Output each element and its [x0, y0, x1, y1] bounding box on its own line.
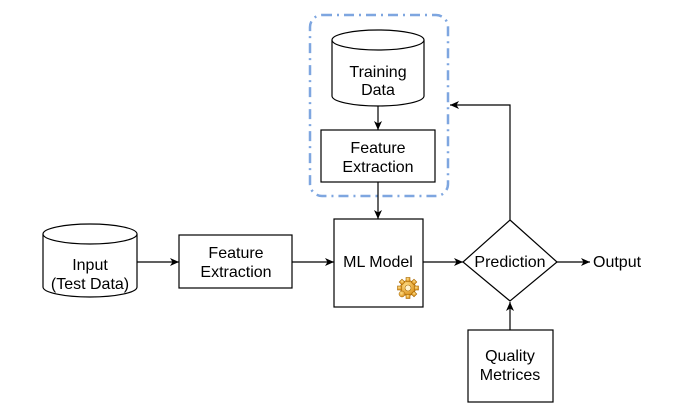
feature-extraction-top-label: Feature: [350, 140, 405, 157]
feature-extraction-left-label: Feature: [208, 245, 263, 262]
prediction-label: Prediction: [474, 254, 545, 271]
feature-extraction-top-label-2: Extraction: [342, 159, 413, 176]
feature-extraction-left-box: Feature Extraction: [178, 234, 293, 289]
prediction-diamond: Prediction: [462, 219, 558, 302]
ml-model-box: ML Model: [333, 218, 424, 308]
feature-extraction-left-label-2: Extraction: [200, 264, 271, 281]
arrow-prediction-feedback: [450, 101, 511, 220]
quality-metrices-label-2: Metrices: [480, 367, 540, 384]
quality-metrices-box: Quality Metrices: [467, 329, 554, 403]
training-data-cylinder: Training Data: [331, 29, 425, 107]
gear-icon: [397, 277, 419, 299]
input-test-data-label: Input: [72, 257, 108, 274]
training-data-label-2: Data: [361, 82, 395, 99]
input-test-data-cylinder: Input (Test Data): [42, 223, 138, 298]
feature-extraction-top-box: Feature Extraction: [320, 129, 436, 183]
output-label: Output: [593, 254, 642, 271]
input-test-data-label-2: (Test Data): [51, 276, 129, 293]
quality-metrices-label: Quality: [485, 348, 535, 365]
training-data-label: Training: [349, 64, 406, 81]
ml-model-label: ML Model: [343, 254, 413, 271]
